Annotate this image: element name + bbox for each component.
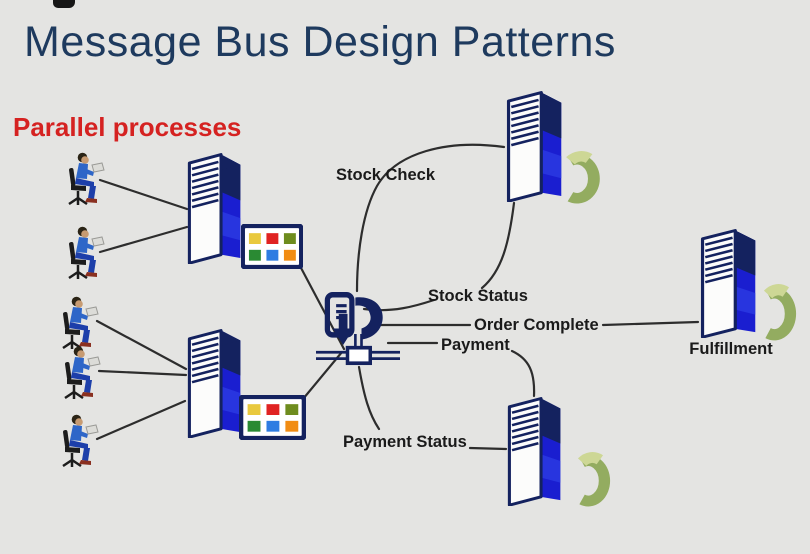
message-bus-node-icon bbox=[316, 292, 400, 376]
edge-payment-b bbox=[510, 349, 536, 398]
server-tower-icon bbox=[185, 152, 243, 264]
edge-payment-status-b bbox=[468, 446, 508, 451]
edge-stock-status-a bbox=[480, 201, 516, 290]
subtitle-parallel-processes: Parallel processes bbox=[13, 112, 242, 142]
edge-client4-server bbox=[97, 369, 188, 377]
server-tower-icon-stock bbox=[504, 90, 564, 202]
label-payment-status: Payment Status bbox=[343, 433, 467, 451]
label-fulfillment: Fulfillment bbox=[689, 340, 773, 358]
label-payment: Payment bbox=[441, 336, 510, 354]
page-title: Message Bus Design Patterns bbox=[24, 18, 616, 66]
app-tile-panel-icon bbox=[241, 224, 303, 269]
edge-client2-server bbox=[98, 225, 189, 254]
user-at-desk-icon bbox=[58, 346, 110, 402]
server-tower-icon-payment bbox=[505, 396, 563, 506]
user-at-desk-icon bbox=[62, 226, 114, 282]
database-cylinder-icon bbox=[574, 452, 616, 508]
label-order-complete: Order Complete bbox=[474, 316, 599, 334]
edge-order-complete bbox=[378, 320, 700, 327]
label-stock-status: Stock Status bbox=[428, 287, 528, 305]
user-at-desk-icon bbox=[56, 414, 108, 470]
app-tile-panel-icon bbox=[239, 395, 306, 440]
label-stock-check: Stock Check bbox=[336, 166, 436, 184]
server-tower-icon-fulfillment bbox=[698, 228, 758, 338]
user-at-desk-icon bbox=[56, 296, 108, 352]
edge-client1-server bbox=[98, 178, 189, 211]
edge-client3-server bbox=[95, 319, 188, 371]
user-at-desk-icon bbox=[62, 152, 114, 208]
photo-artifact-mark bbox=[53, 0, 75, 8]
server-tower-icon bbox=[185, 328, 243, 438]
edge-client5-server bbox=[95, 399, 187, 441]
database-cylinder-icon bbox=[760, 284, 802, 342]
edge-payment-status-a bbox=[357, 365, 381, 431]
database-cylinder-icon bbox=[562, 151, 606, 205]
edge-stock-check bbox=[355, 143, 506, 293]
